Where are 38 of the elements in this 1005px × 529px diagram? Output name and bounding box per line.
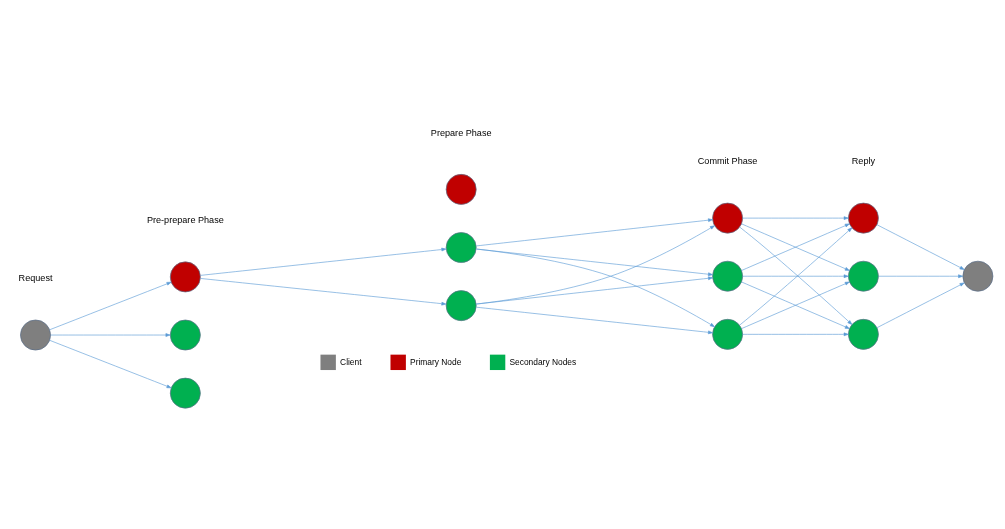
arrow xyxy=(475,225,715,305)
label: Request xyxy=(18,273,53,284)
node-circle xyxy=(712,260,743,292)
arrow xyxy=(741,223,850,271)
arrow xyxy=(476,218,713,247)
legend-label: Secondary Nodes xyxy=(509,356,577,367)
arrow xyxy=(476,276,713,305)
arrow xyxy=(876,282,965,328)
node-circle xyxy=(169,261,201,293)
node-circle xyxy=(712,318,743,350)
node-circle xyxy=(712,202,743,234)
legend-label: Client xyxy=(340,356,362,367)
arrow xyxy=(50,333,171,337)
arrow xyxy=(49,339,172,389)
arrow xyxy=(742,332,849,337)
arrow xyxy=(876,224,965,270)
arrow xyxy=(742,216,849,220)
node-circle xyxy=(169,377,201,409)
label: Pre-prepare Phase xyxy=(146,215,224,226)
arrow xyxy=(476,248,715,328)
label: Prepare Phase xyxy=(430,127,492,138)
legend-label: Primary Node xyxy=(410,356,462,367)
arrow xyxy=(200,247,447,276)
label: Reply xyxy=(851,156,876,167)
arrow xyxy=(741,281,850,329)
arrow xyxy=(49,281,172,331)
arrow xyxy=(742,274,849,278)
arrow xyxy=(476,306,713,335)
node-circle xyxy=(445,232,477,263)
arrow xyxy=(200,278,447,306)
node-circle xyxy=(20,319,51,351)
node-circle xyxy=(445,290,477,322)
node-circle xyxy=(962,260,994,292)
label: Commit Phase xyxy=(697,156,758,167)
arrow xyxy=(878,274,963,278)
node-circle xyxy=(169,319,201,351)
node-circle xyxy=(848,260,879,292)
node-circle xyxy=(445,174,477,205)
